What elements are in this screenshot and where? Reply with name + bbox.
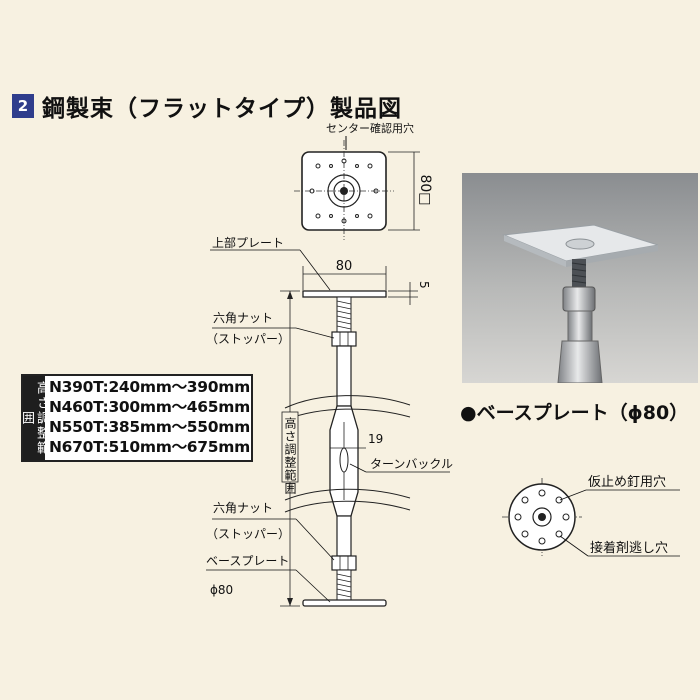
center-hole (340, 187, 348, 195)
side-view: 上部プレート 80 5 六角ナット （ストッパー） (206, 235, 453, 607)
top-thickness-text: 5 (417, 281, 431, 289)
base-plate-center-hole (538, 513, 546, 521)
bolt-ring-outer (327, 174, 361, 208)
section-header: 2 鋼製束（フラットタイプ）製品図 (12, 88, 402, 124)
top-plate-top-view: センター確認用穴 80□ (294, 121, 433, 240)
nail-hole-leader (559, 489, 587, 501)
arrow-head-up (287, 291, 293, 299)
center-hole-label: センター確認用穴 (326, 121, 414, 135)
range-row-n460t: N460T:300mm～465mm (49, 398, 250, 416)
arrow-head-down (287, 598, 293, 606)
turnbuckle-upper-body (336, 345, 352, 407)
adhesive-hole-leader (559, 535, 589, 557)
base-plate-top-view: 仮止め釘用穴 接着剤逃し穴 (502, 474, 680, 557)
top-plate-label: 上部プレート (212, 235, 284, 250)
product-photo (462, 173, 698, 383)
top-width-text: 80 (336, 259, 353, 274)
break-line-lower-2 (284, 500, 411, 513)
break-line-lower-1 (284, 488, 411, 501)
nail-hole-label: 仮止め釘用穴 (588, 474, 666, 490)
photo-caption: ●ベースプレート（ϕ80） (460, 402, 689, 424)
section-number-badge: 2 (12, 94, 34, 118)
turnbuckle-width-text: 19 (368, 432, 383, 446)
plate-holes (309, 158, 379, 224)
photo-turnbuckle-body (557, 340, 603, 383)
photo-turnbuckle-neck (567, 310, 593, 342)
range-row-n670t: N670T:510mm～675mm (49, 438, 250, 456)
adhesive-hole-label: 接着剤逃し穴 (590, 540, 668, 556)
upper-hex-nut (331, 331, 357, 347)
upper-stopper-label: （ストッパー） (206, 332, 290, 346)
height-range-list: N390T:240mm～390mm N460T:300mm～465mm N550… (45, 376, 250, 460)
range-row-n550t: N550T:385mm～550mm (49, 418, 250, 436)
turnbuckle-slot (339, 447, 349, 473)
lower-hex-nut-label: 六角ナット (213, 501, 273, 515)
top-plate-side (302, 290, 387, 298)
height-range-header: 高さ調整範囲 (19, 376, 49, 460)
range-row-n390t: N390T:240mm～390mm (49, 378, 250, 396)
lower-stopper-label: （ストッパー） (206, 527, 290, 541)
base-plate-leader (295, 569, 331, 603)
base-plate-holes (514, 489, 570, 545)
turnbuckle-lower-body (336, 515, 352, 557)
bolt-ring-inner (333, 180, 355, 202)
upper-bolt-thread (336, 300, 352, 330)
lower-bolt-thread (336, 573, 352, 598)
upper-nut-leader (295, 327, 335, 339)
photo-top-plate-edge-right (566, 245, 658, 267)
top-dimension-text: 80□ (417, 174, 433, 205)
photo-center-boss (565, 238, 595, 250)
top-plate-leader (299, 249, 331, 291)
height-range-table: 高さ調整範囲 N390T:240mm～390mm N460T:300mm～465… (19, 374, 253, 462)
height-range-tag-text: 高さ調整範囲 (283, 416, 297, 495)
product-photo-drawing (502, 224, 659, 383)
photo-top-plate-edge-left (504, 235, 566, 267)
break-line-upper-1 (284, 395, 411, 409)
page-title: 鋼製束（フラットタイプ）製品図 (42, 96, 402, 122)
photo-bolt-thread (571, 262, 587, 284)
base-plate-side (302, 599, 387, 607)
height-range-tag (281, 411, 299, 483)
lower-nut-leader (295, 518, 335, 561)
base-plate-label: ベースプレート (206, 554, 289, 568)
turnbuckle-leader (349, 463, 367, 473)
base-diameter-text: ϕ80 (210, 583, 233, 597)
photo-hex-nut (562, 286, 596, 312)
turnbuckle-label: ターンバックル (370, 457, 453, 471)
upper-hex-nut-label: 六角ナット (213, 311, 273, 325)
lower-hex-nut (331, 555, 357, 571)
